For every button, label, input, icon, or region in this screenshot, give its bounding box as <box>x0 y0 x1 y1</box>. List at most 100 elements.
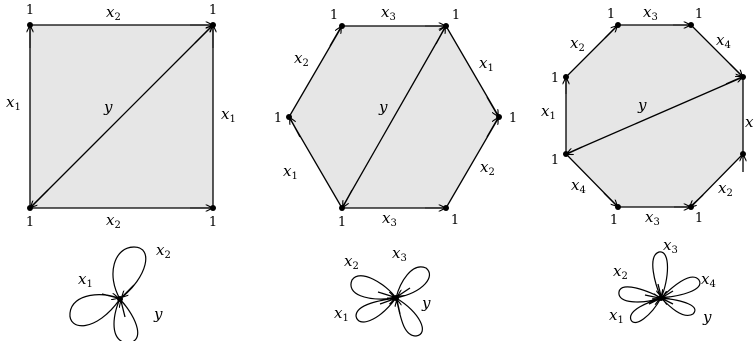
square-complex: 1 1 1 1 x2 x2 x1 x1 y <box>6 3 236 231</box>
edge-label: x1 <box>541 102 556 122</box>
hexagon-arrow <box>486 118 498 138</box>
vertex-dot <box>210 22 216 28</box>
vertex-label: 1 <box>451 213 459 228</box>
petal-loop <box>659 297 696 316</box>
edge-label: y <box>103 98 113 116</box>
rose-base-vertex <box>658 295 664 301</box>
vertex-label: 1 <box>509 111 517 126</box>
hexagon-edge-diagonal <box>341 25 447 209</box>
vertex-dot <box>563 151 569 157</box>
petal-loop <box>395 266 431 299</box>
petal-arrow <box>379 299 394 305</box>
vertex-dot <box>339 205 345 211</box>
petal-loop <box>350 275 398 300</box>
vertex-label: 1 <box>607 7 615 22</box>
vertex-dot <box>443 205 449 211</box>
edge-label: x2 <box>106 211 121 231</box>
edge-label: x3 <box>645 208 660 228</box>
petal-arrow <box>122 284 135 297</box>
vertex-dot <box>688 22 694 28</box>
edge-label: x3 <box>382 209 397 229</box>
vertex-dot <box>339 23 345 29</box>
vertex-dot <box>688 204 694 210</box>
octagon-arrow <box>604 26 617 39</box>
square-arrow-diag-bottom <box>31 189 49 207</box>
loop-label: x4 <box>701 270 716 290</box>
vertex-dot <box>615 204 621 210</box>
octagon-edge-diagonal <box>565 76 744 155</box>
loop-label: y <box>702 308 712 326</box>
petal-arrow <box>398 287 411 296</box>
vertex-dot <box>496 114 502 120</box>
edge-label: x2 <box>570 34 585 54</box>
petal-arrow <box>658 283 661 296</box>
edge-label: x1 <box>6 93 21 113</box>
vertex-label: 1 <box>695 211 703 226</box>
edge-label: y <box>637 96 647 114</box>
edge-label: x3 <box>643 3 658 23</box>
petal-arrow <box>663 299 674 304</box>
loop-label: x3 <box>663 236 678 256</box>
rose-base-vertex <box>117 296 123 302</box>
edge-label: x2 <box>294 49 309 69</box>
edge-label: x <box>745 113 754 131</box>
petal-arrow <box>663 290 674 297</box>
hexagon-arrow <box>290 118 301 138</box>
vertex-label: 1 <box>330 8 338 23</box>
edge-label: y <box>378 98 388 116</box>
petal-loop <box>618 286 663 303</box>
vertex-label: 1 <box>274 111 282 126</box>
octagon-arrow <box>729 63 742 76</box>
rose-five-petals: x2 x3 x4 x1 y <box>609 236 716 326</box>
loop-label: x1 <box>78 270 93 290</box>
petal-arrow <box>377 291 394 297</box>
petal-loop <box>395 296 423 337</box>
petal-arrow <box>397 300 400 315</box>
vertex-label: 1 <box>209 3 217 18</box>
loop-label: y <box>421 294 431 312</box>
vertex-label: 1 <box>26 215 34 230</box>
vertex-dot <box>740 74 746 80</box>
hexagon-complex: 1 1 1 1 1 1 x3 x3 x1 x1 x2 x2 y <box>274 3 517 230</box>
vertex-dot <box>615 22 621 28</box>
square-arrow-diag-top <box>194 26 212 44</box>
petal-loop <box>659 276 701 299</box>
edge-label: x1 <box>283 162 298 182</box>
edge-label: x4 <box>716 31 731 51</box>
loop-label: x2 <box>156 241 171 261</box>
loop-label: x3 <box>392 244 407 264</box>
vertex-label: 1 <box>209 215 217 230</box>
hexagon-arrow-diag-bottom <box>343 189 353 207</box>
rose-three-petals: x2 x1 y <box>69 241 171 341</box>
petal-arrow <box>121 301 125 318</box>
edge-label: x1 <box>479 54 494 74</box>
octagon-arrow <box>603 192 617 206</box>
loop-label: x2 <box>344 252 359 272</box>
loop-label: x1 <box>334 304 349 324</box>
hexagon-arrow <box>486 96 498 116</box>
hexagon-arrow <box>329 27 341 47</box>
vertex-dot <box>210 205 216 211</box>
vertex-dot <box>563 74 569 80</box>
loop-label: x1 <box>609 306 624 326</box>
vertex-dot <box>27 22 33 28</box>
vertex-dot <box>286 114 292 120</box>
vertex-label: 1 <box>26 3 34 18</box>
vertex-label: 1 <box>338 215 346 230</box>
vertex-label: 1 <box>695 7 703 22</box>
vertex-label: 1 <box>610 213 618 228</box>
petal-arrow <box>648 299 659 304</box>
rose-base-vertex <box>393 295 399 301</box>
hexagon-arrow-diag-top <box>435 27 445 45</box>
vertex-dot <box>27 205 33 211</box>
petal-loop <box>69 294 121 327</box>
edge-label: x2 <box>106 3 121 23</box>
vertex-label: 1 <box>551 71 559 86</box>
petal-loop <box>112 246 147 300</box>
petal-arrow <box>101 294 118 298</box>
vertex-label: 1 <box>452 8 460 23</box>
loop-label: x2 <box>613 262 628 282</box>
petal-loop <box>630 296 663 324</box>
